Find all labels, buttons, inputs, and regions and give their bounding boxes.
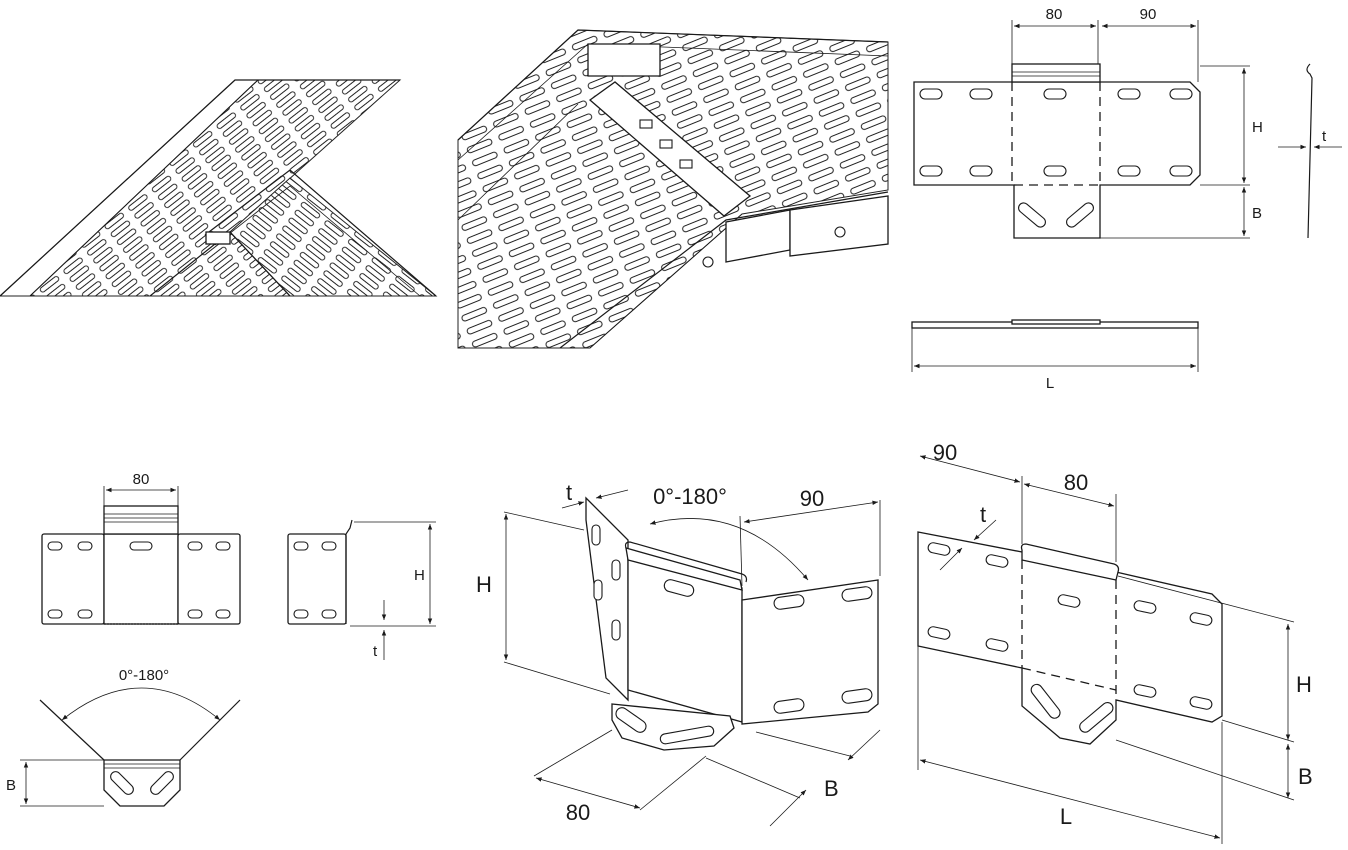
angle-iso-label: 0°-180°: [653, 484, 727, 509]
side-view-small: H t: [287, 519, 436, 660]
dim-90-label: 90: [1140, 6, 1157, 23]
side-profile-thickness: t: [1278, 63, 1342, 239]
dim-t-label: t: [1322, 128, 1327, 145]
tray-bend-illustration: [457, 29, 889, 349]
dim-80-label: 80: [1046, 6, 1063, 23]
dim-t-small-label: t: [373, 643, 378, 660]
dim-b-small-label: B: [6, 777, 16, 794]
skewed-flat-pattern: 90 80 t H B L: [917, 440, 1313, 844]
flat-pattern-plan: 80 90 H B: [913, 6, 1263, 239]
tray-tee-illustration: [0, 79, 438, 297]
dim-b-label: B: [1252, 205, 1262, 222]
angle-small-label: 0°-180°: [119, 667, 169, 684]
dim-80-small-label: 80: [133, 471, 150, 488]
isometric-fitting: t 0°-180° 90 H 80 B: [476, 480, 881, 827]
dim-h-label: H: [1252, 119, 1263, 136]
dim-90-iso-label: 90: [800, 486, 824, 511]
dim-b-skew-label: B: [1298, 764, 1313, 789]
dim-h-iso-label: H: [476, 572, 492, 597]
dim-l-skew-label: L: [1060, 804, 1072, 829]
dim-t-iso-label: t: [566, 480, 572, 505]
front-view-small: 80: [41, 471, 241, 625]
dim-h-skew-label: H: [1296, 672, 1312, 697]
plan-view-angle-small: 0°-180° B: [6, 667, 241, 807]
dim-h-small-label: H: [414, 567, 425, 584]
dim-l-label: L: [1046, 375, 1054, 392]
dim-80-iso-label: 80: [566, 800, 590, 825]
dim-t-skew-label: t: [980, 502, 986, 527]
dim-80-skew-label: 80: [1064, 470, 1088, 495]
length-elevation: L: [911, 319, 1199, 392]
dim-90-skew-label: 90: [933, 440, 957, 465]
dim-b-iso-label: B: [824, 776, 839, 801]
